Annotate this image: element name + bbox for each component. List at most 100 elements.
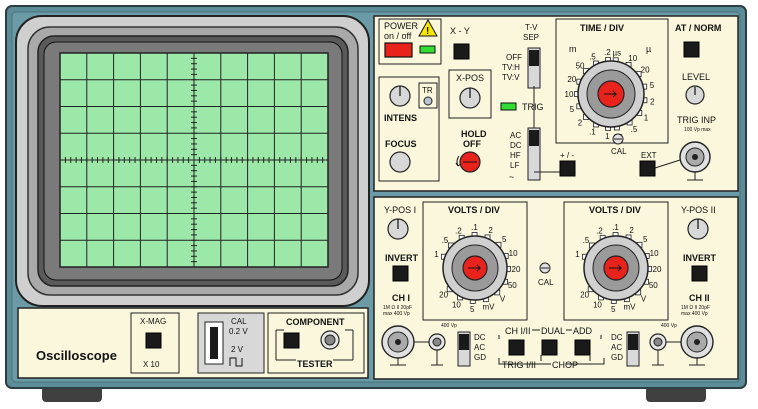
power-led (419, 45, 436, 54)
time-right-mark: 10 (628, 54, 637, 63)
time-left-mark: 10 (565, 90, 574, 99)
tv-sep-label: T-V (525, 23, 538, 32)
foot-left (42, 386, 102, 402)
tr-box (418, 82, 438, 109)
ch1-label: CH I (392, 293, 410, 303)
mode-dual-button[interactable] (541, 339, 558, 356)
time-unit-left: m (569, 44, 577, 54)
square-wave-icon (229, 357, 243, 367)
time-left-mark: .5 (589, 52, 596, 61)
invert1-label: INVERT (385, 253, 419, 263)
invert2-button[interactable] (691, 265, 708, 282)
ext-button[interactable] (639, 160, 656, 177)
mode-add-label: ADD (573, 326, 593, 336)
time-left-mark: 50 (576, 62, 585, 71)
plus-minus-button[interactable] (559, 160, 576, 177)
tester-bracket (275, 329, 354, 361)
time-div-knob-pointer (604, 90, 618, 98)
component-tester-label: COMPONENT (286, 317, 345, 327)
coupling1-switch[interactable] (459, 334, 469, 350)
volts1-mark: 1 (434, 250, 439, 259)
xmag-button[interactable] (145, 332, 162, 349)
volts2-mark: 5 (611, 305, 616, 314)
tr-label: TR (422, 86, 433, 95)
power-button[interactable] (384, 42, 413, 58)
time-right-mark: 5 (650, 81, 655, 90)
volts2-mark: 2 (629, 226, 634, 235)
time-right-mark: 20 (641, 65, 650, 74)
trig-coupling-ac: AC (510, 131, 521, 140)
volts2-mark: mV (624, 303, 637, 312)
volts2-mark: 1 (575, 250, 580, 259)
xy-button[interactable] (453, 43, 470, 60)
trig-coupling-hf: HF (510, 151, 521, 160)
volts1-knob-pointer (468, 264, 482, 272)
time-left-mark: 5 (570, 105, 575, 114)
mode-add-button[interactable] (574, 339, 591, 356)
foot-right (646, 386, 706, 402)
volts1-mark: .1 (471, 223, 478, 232)
cal-output-pin[interactable] (210, 327, 218, 359)
volts2-mark: .5 (583, 236, 590, 245)
trig-inp-bnc-core (692, 154, 698, 160)
volts1-mark: .5 (442, 236, 449, 245)
volts1-mark: 5 (470, 305, 475, 314)
ext-connection-line (654, 159, 681, 169)
time-right-mark: 1 (644, 113, 649, 122)
time-left-mark: 2 (578, 118, 583, 127)
volts-cal-label: CAL (538, 278, 554, 287)
ch2-socket-ground (652, 350, 664, 366)
tr-adjust[interactable] (423, 96, 433, 106)
mode-ch12-label: CH I/II (505, 326, 531, 336)
at-norm-label: AT / NORM (675, 23, 721, 33)
plus-minus-label: + / - (560, 151, 574, 160)
trig-label: TRIG (522, 102, 544, 112)
volts2-mark: 10 (593, 301, 602, 310)
mode-dual-label: DUAL (541, 326, 565, 336)
time-unit-right: µ (646, 44, 651, 54)
warning-icon (418, 18, 438, 37)
component-tester-socket-core (324, 334, 336, 346)
tv-sep-opt-tvh: TV:H (502, 63, 520, 72)
ch2-fine1: 1M Ω II 20pF (681, 305, 710, 311)
ch1-ground (390, 358, 406, 366)
mode-ch12-button[interactable] (508, 339, 525, 356)
tv-sep-switch[interactable] (529, 50, 539, 66)
focus-knob[interactable] (389, 151, 411, 173)
level-label: LEVEL (682, 72, 710, 82)
time-left-mark: 20 (567, 75, 576, 84)
focus-label: FOCUS (385, 139, 417, 149)
intens-label: INTENS (384, 113, 417, 123)
component-tester-button[interactable] (283, 332, 300, 349)
ch1-fine1: 1M Ω II 20pF (383, 305, 412, 311)
ch1-ground-socket-core (432, 337, 442, 347)
volts1-mark: 10 (452, 301, 461, 310)
volts1-mark: 2 (488, 226, 493, 235)
volts1-mark: 20 (439, 290, 448, 299)
invert1-button[interactable] (392, 265, 409, 282)
volts1-mark: 5 (502, 235, 507, 244)
volts1-mark: 20 (512, 265, 521, 274)
mode-chop-label: CHOP (552, 360, 578, 370)
volts2-mark: .1 (612, 223, 619, 232)
ext-label: EXT (641, 151, 657, 160)
time-div-title: TIME / DIV (580, 23, 624, 33)
volts1-mark: 50 (508, 281, 517, 290)
ch2-fine2: max 400 Vp (681, 311, 708, 317)
trig-coupling-dc: DC (510, 141, 522, 150)
at-norm-button[interactable] (683, 41, 700, 58)
coupling2-switch[interactable] (628, 334, 638, 350)
power-sub-label: on / off (384, 31, 412, 41)
coupling1-dc: DC (474, 333, 486, 342)
ch2-ground (689, 358, 705, 366)
invert2-label: INVERT (683, 253, 717, 263)
power-label: POWER (384, 21, 419, 31)
mode-bracket-bottom (498, 355, 605, 365)
mode-bracket-top (498, 329, 602, 339)
time-left-mark: .1 (589, 128, 596, 137)
trig-coupling-switch[interactable] (529, 130, 539, 146)
xmag-sub-label: X 10 (143, 360, 160, 369)
